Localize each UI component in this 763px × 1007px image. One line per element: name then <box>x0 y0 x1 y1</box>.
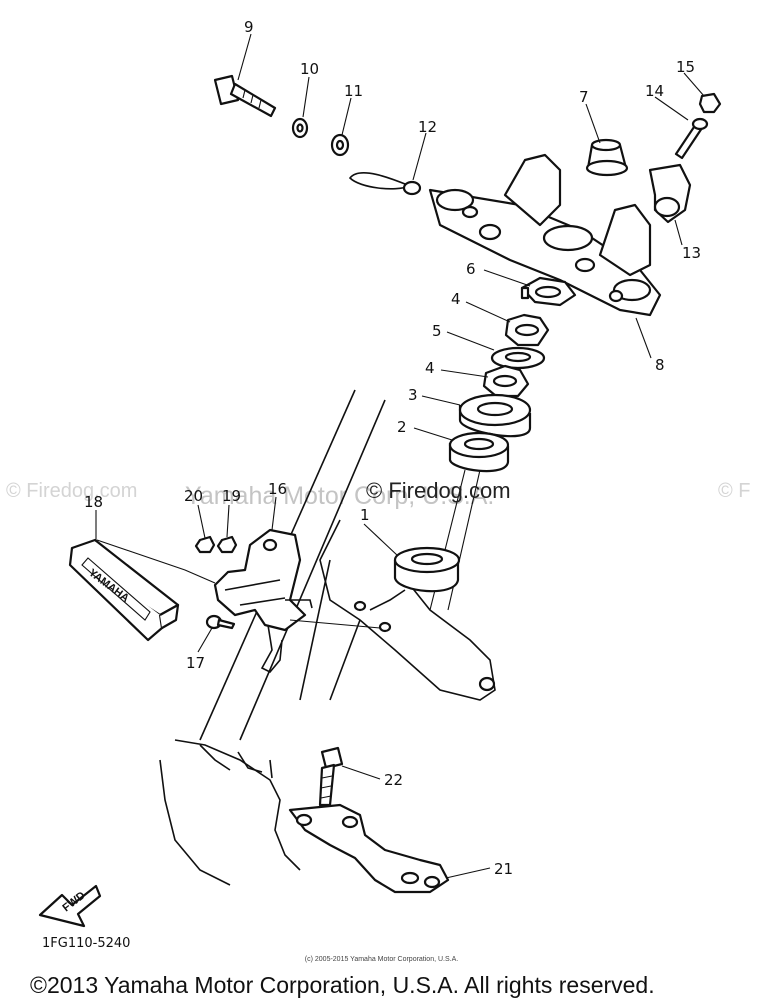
callout-7: 7 <box>579 88 589 106</box>
callout-18: 18 <box>84 493 103 511</box>
bracket-part-21 <box>288 803 450 894</box>
bolt-part-14 <box>674 117 709 160</box>
callout-5: 5 <box>432 322 442 340</box>
ring-nut-part-4-upper <box>504 313 550 347</box>
callout-20: 20 <box>184 487 203 505</box>
callout-17: 17 <box>186 654 205 672</box>
leader-lines <box>95 33 705 879</box>
callout-14: 14 <box>645 82 664 100</box>
callout-4-lower: 4 <box>425 359 435 377</box>
nut-part-15 <box>698 92 722 114</box>
bolt-part-22 <box>318 746 344 807</box>
bearing-part-2 <box>448 431 510 473</box>
callout-1: 1 <box>360 506 370 524</box>
callout-15: 15 <box>676 58 695 76</box>
watermark-left: © Firedog.com <box>6 480 138 502</box>
washer-part-5 <box>490 346 546 370</box>
callout-10: 10 <box>300 60 319 78</box>
callout-6: 6 <box>466 260 476 278</box>
ring-nut-part-4-lower <box>482 364 530 398</box>
screw-part-17 <box>205 614 236 630</box>
nut-part-19 <box>216 535 238 554</box>
callout-12: 12 <box>418 118 437 136</box>
callout-13: 13 <box>682 244 701 262</box>
bearing-part-3 <box>458 393 532 438</box>
watermark-firedog-center: © Firedog.com <box>366 478 511 503</box>
washer-part-11 <box>330 133 350 157</box>
watermark-right: © F <box>718 480 751 502</box>
frame-outline <box>159 389 496 886</box>
diagram-code: 1FG110-5240 <box>42 936 131 951</box>
callout-21: 21 <box>494 860 513 878</box>
fwd-arrow-icon: FWD <box>38 884 102 928</box>
upper-bracket <box>428 153 662 317</box>
callout-16: 16 <box>268 480 287 498</box>
small-copyright: (c) 2005-2015 Yamaha Motor Corporation, … <box>304 956 459 963</box>
callout-19: 19 <box>222 487 241 505</box>
callout-11: 11 <box>344 82 363 100</box>
callout-9: 9 <box>244 18 254 36</box>
callout-8: 8 <box>655 356 665 374</box>
clamp-part-13 <box>648 163 692 224</box>
emblem-part-18: YAMAHA <box>68 538 180 642</box>
bolt-part-9 <box>213 74 277 118</box>
callouts: 9 10 11 12 7 14 15 13 6 4 5 4 3 2 8 1 20… <box>84 18 701 878</box>
callout-4-upper: 4 <box>451 290 461 308</box>
clip-part-12 <box>348 172 422 196</box>
ring-nut-part-6 <box>520 276 577 307</box>
callout-2: 2 <box>397 418 407 436</box>
bracket-part-16 <box>213 528 313 673</box>
washer-part-10 <box>291 117 309 139</box>
footer-copyright: ©2013 Yamaha Motor Corporation, U.S.A. A… <box>30 972 655 998</box>
cap-part-7 <box>585 138 629 177</box>
nut-part-20 <box>194 535 216 554</box>
callout-22: 22 <box>384 771 403 789</box>
callout-3: 3 <box>408 386 418 404</box>
bearing-part-1 <box>393 546 461 593</box>
